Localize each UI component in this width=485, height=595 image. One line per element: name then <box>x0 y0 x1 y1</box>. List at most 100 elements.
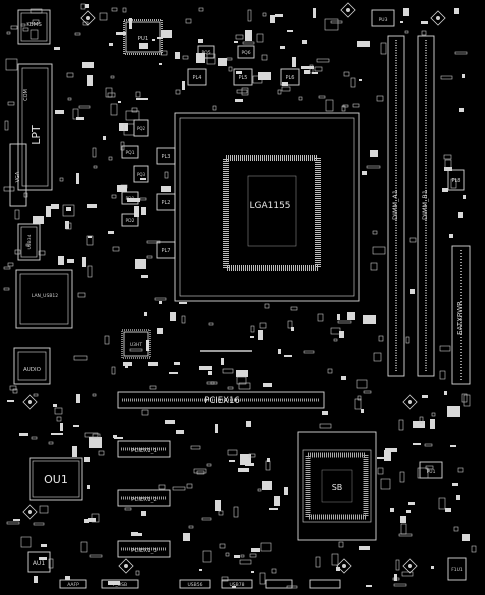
mounting-hole-center <box>408 400 412 404</box>
smd-component <box>248 453 256 458</box>
smd-component <box>111 7 118 12</box>
smd-component <box>221 576 229 582</box>
smd-component <box>55 110 64 114</box>
smd-component <box>400 21 403 23</box>
svg-text:USB56: USB56 <box>188 582 203 588</box>
smd-component <box>215 500 221 511</box>
southbridge-ball-grid <box>305 452 369 520</box>
smd-component <box>284 355 292 357</box>
smd-component <box>119 123 128 131</box>
smd-component <box>87 204 97 208</box>
smd-component <box>181 315 186 324</box>
smd-component <box>14 249 21 255</box>
smd-component <box>199 569 202 571</box>
pl7-inductor: PL7 <box>156 241 176 259</box>
smd-component <box>378 335 384 342</box>
smd-component <box>118 101 121 103</box>
smd-component <box>250 336 254 338</box>
smd-component <box>373 352 382 362</box>
smd-component <box>157 328 163 334</box>
smd-component <box>125 110 140 121</box>
smd-component <box>240 554 245 558</box>
smd-component <box>141 275 148 278</box>
smd-component <box>287 30 293 32</box>
svg-text:PU3: PU3 <box>379 17 388 23</box>
smd-component <box>51 204 59 209</box>
smd-component <box>292 57 296 67</box>
smd-component <box>170 312 176 321</box>
smd-component <box>331 553 339 566</box>
smd-component <box>116 32 126 35</box>
mounting-hole-center <box>86 16 90 20</box>
mounting-hole-marker <box>22 394 38 410</box>
smd-component <box>108 581 120 585</box>
smd-component <box>109 43 113 46</box>
smd-component <box>229 460 235 462</box>
smd-component <box>12 388 18 394</box>
pciex16-slot: PCIEX16 <box>117 391 325 409</box>
small-components <box>3 3 477 589</box>
smd-component <box>65 576 70 580</box>
smd-component <box>290 306 298 311</box>
pq6-mosfet: PQ6 <box>237 45 255 59</box>
smd-component <box>6 31 11 35</box>
smd-component <box>159 301 162 304</box>
smd-component <box>62 204 75 217</box>
pciex1-2-label: PCIEX1_2 <box>131 497 157 503</box>
vga-connector: VGA <box>9 143 27 207</box>
smd-component <box>394 574 397 581</box>
svg-text:USB78: USB78 <box>230 582 245 588</box>
smd-component <box>247 9 252 22</box>
smd-component <box>4 120 9 131</box>
smd-component <box>89 437 102 448</box>
smd-component <box>92 433 101 439</box>
smd-component <box>343 71 350 77</box>
smd-component <box>58 256 64 265</box>
smd-component <box>120 141 125 151</box>
smd-component <box>149 385 157 390</box>
smd-component <box>227 449 238 456</box>
smd-component <box>350 77 356 88</box>
svg-text:PL4: PL4 <box>193 75 202 81</box>
smd-component <box>33 393 39 397</box>
smd-component <box>124 507 132 511</box>
smd-component <box>114 437 123 439</box>
smd-component <box>287 320 293 329</box>
smd-component <box>199 366 212 370</box>
smd-component <box>419 416 424 424</box>
smd-component <box>136 98 148 100</box>
smd-component <box>48 558 54 569</box>
mounting-hole-marker <box>80 10 96 26</box>
mounting-hole-center <box>346 8 350 12</box>
smd-component <box>219 543 226 549</box>
pciex1-1-slot: PCIEX1_1 <box>117 440 171 458</box>
smd-component <box>113 435 117 438</box>
smd-component <box>322 411 328 415</box>
svg-text:PD2: PD2 <box>125 218 134 224</box>
dimm-b1-label: DIMM_B1 <box>421 190 429 220</box>
smd-component <box>175 89 181 95</box>
mounting-hole-center <box>408 564 412 568</box>
smd-component <box>406 510 411 513</box>
pl4-inductor: PL4 <box>187 68 207 86</box>
smd-component <box>56 416 62 422</box>
smd-component <box>258 72 271 80</box>
smd-component <box>399 471 405 483</box>
smd-component <box>23 192 28 198</box>
smd-component <box>422 395 428 398</box>
smd-component <box>3 186 15 192</box>
svg-text:PU1: PU1 <box>427 469 436 475</box>
smd-component <box>240 454 251 465</box>
front-panel-header <box>265 579 293 589</box>
smd-component <box>398 419 404 431</box>
smd-component <box>82 21 89 26</box>
smd-component <box>146 255 153 259</box>
smd-component <box>370 150 378 157</box>
smd-component <box>439 370 446 380</box>
eatxpwr-label: EATXPWR <box>456 301 464 335</box>
pq5-mosfet: PQ5 <box>197 45 215 59</box>
smd-component <box>72 446 77 457</box>
smd-component <box>185 18 192 24</box>
